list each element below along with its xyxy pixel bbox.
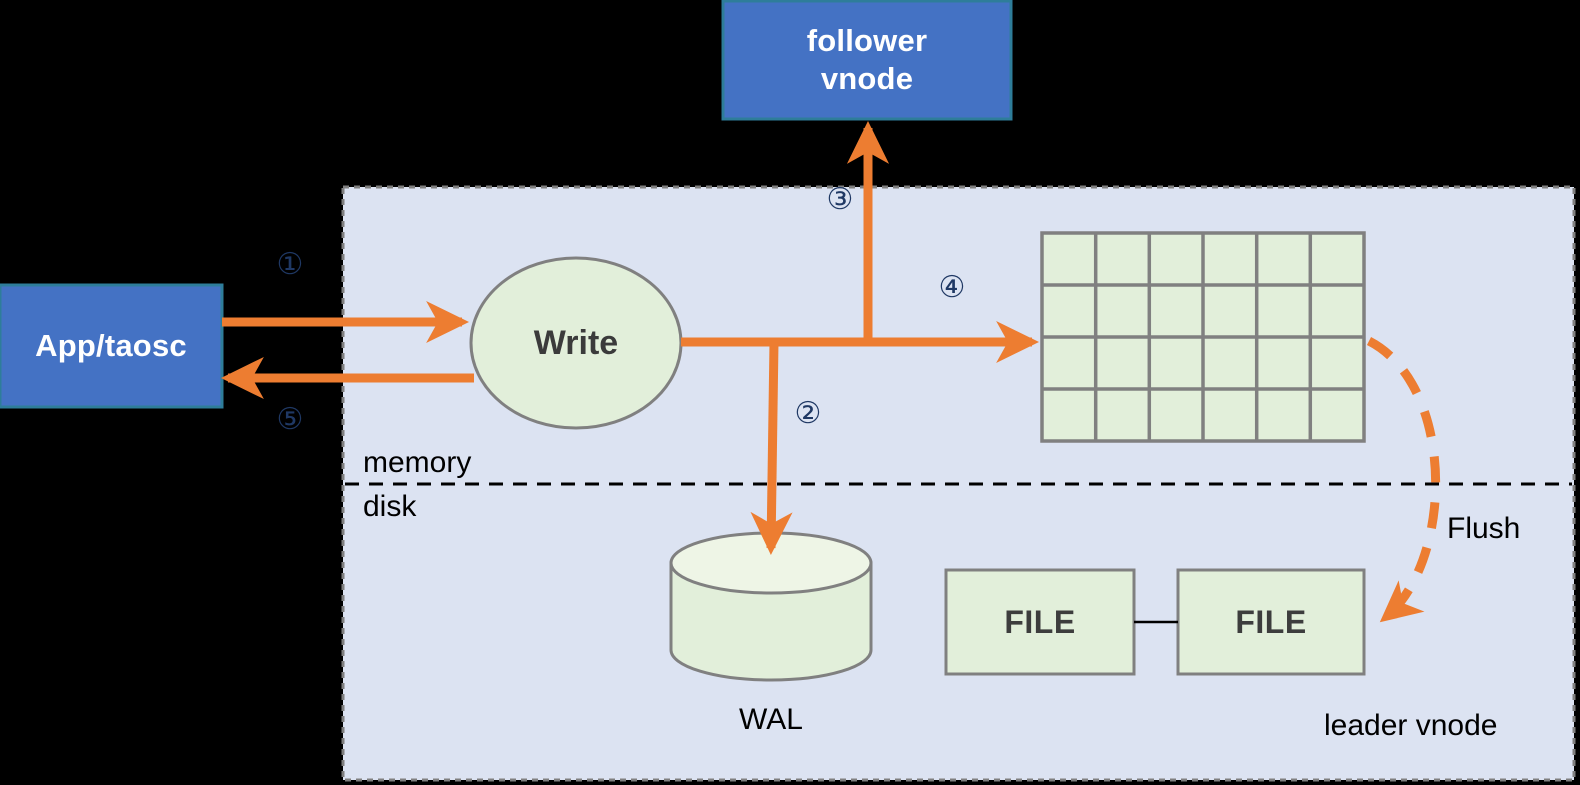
memtable-grid [1040,231,1366,443]
wal-cylinder [669,531,873,682]
file-box-right [1176,568,1366,676]
step-number-2: ② [794,396,822,431]
app-taosc-box [0,283,224,409]
step-number-4: ④ [938,270,966,305]
file-box-left [944,568,1136,676]
flow-flush-curve [1366,336,1441,623]
step-number-5: ⑤ [276,402,304,437]
step-number-1: ① [276,247,304,282]
flow-2-write-to-wal [750,341,793,556]
follower-vnode-box [721,0,1013,121]
step-number-3: ③ [826,182,854,217]
write-node-circle [469,256,683,430]
